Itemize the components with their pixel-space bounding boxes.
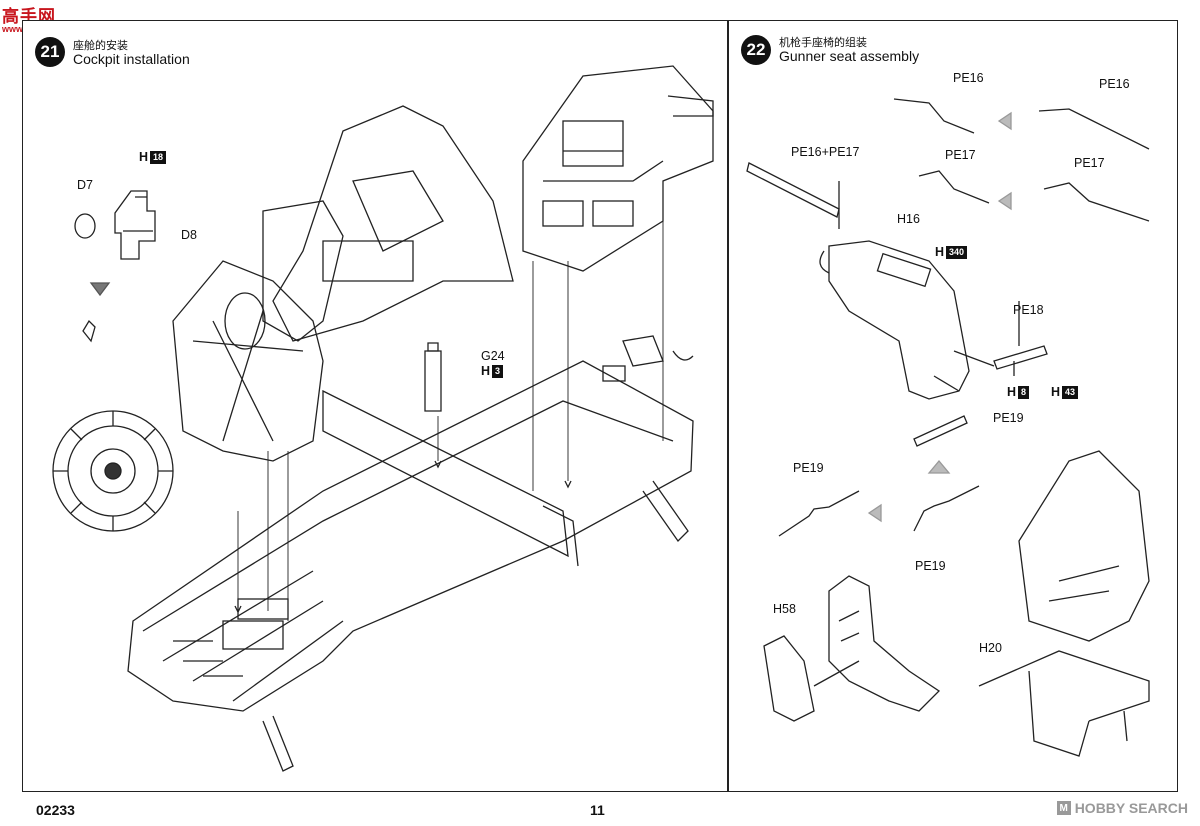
pe16-pe17-strip <box>746 162 840 218</box>
pe19-part-right <box>913 485 980 532</box>
label-h20: H20 <box>979 641 1002 655</box>
h340-number: 340 <box>946 245 968 259</box>
step-22-title-en: Gunner seat assembly <box>779 48 920 64</box>
label-h16: H16 <box>897 212 920 226</box>
step-21-panel: 21 座舱的安装 Cockpit installation <box>22 20 728 792</box>
step-22-title-cn: 机枪手座椅的组装 <box>779 36 867 49</box>
side-beam <box>322 389 569 558</box>
label-pe19-b: PE19 <box>793 461 824 475</box>
hobby-search-mark-icon: M <box>1056 801 1071 815</box>
label-pe19-a: PE19 <box>993 411 1024 425</box>
pe16-part-left <box>893 98 975 134</box>
g24-bottle-part <box>424 350 442 412</box>
label-d8: D8 <box>181 228 197 242</box>
label-pe16-b: PE16 <box>1099 77 1130 91</box>
h18-letter: H <box>139 150 149 164</box>
h58-seat-part <box>828 575 941 712</box>
gunner-seat-drawing <box>746 98 1150 757</box>
h3-letter: H <box>481 364 491 378</box>
engine-mount-frame <box>172 260 324 462</box>
h20-frame <box>978 650 1150 722</box>
label-pe17-a: PE17 <box>945 148 976 162</box>
page-number: 11 <box>590 802 605 818</box>
pe19-part-left <box>778 490 860 537</box>
step-21-title-en: Cockpit installation <box>73 51 190 67</box>
h3-number: 3 <box>492 364 504 378</box>
radial-engine <box>52 410 174 532</box>
h43-badge: H 43 <box>1051 385 1079 399</box>
h18-badge: H 18 <box>139 150 167 164</box>
h58-side-part <box>763 635 815 722</box>
pe16-part-right <box>1038 108 1150 150</box>
cockpit-floor <box>127 360 694 712</box>
step-21-title-cn: 座舱的安装 <box>73 39 128 52</box>
label-pe17-b: PE17 <box>1074 156 1105 170</box>
h3-badge: H 3 <box>481 364 504 378</box>
oil-tank <box>224 292 266 350</box>
h8-letter: H <box>1007 385 1017 399</box>
h43-letter: H <box>1051 385 1061 399</box>
pe17-part-left <box>918 170 990 204</box>
d7-disc-part <box>74 213 96 239</box>
hobby-search-watermark: M HOBBY SEARCH <box>1056 800 1188 816</box>
label-pe16-a: PE16 <box>953 71 984 85</box>
h340-letter: H <box>935 245 945 259</box>
label-d7: D7 <box>77 178 93 192</box>
h8-number: 8 <box>1018 385 1030 399</box>
h16-seat-pan <box>828 240 970 400</box>
h340-badge: H 340 <box>935 245 968 259</box>
instrument-panel <box>522 65 714 272</box>
step-22-panel: 22 机枪手座椅的组装 Gunner seat assembly <box>728 20 1178 792</box>
step-21-number: 21 <box>35 37 65 67</box>
label-h58: H58 <box>773 602 796 616</box>
rear-bulkhead <box>272 105 514 342</box>
pe17-part-right <box>1043 182 1150 222</box>
h43-number: 43 <box>1062 385 1079 399</box>
label-pe16-pe17: PE16+PE17 <box>791 145 860 159</box>
h18-number: 18 <box>150 150 167 164</box>
cockpit-assembly-drawing <box>52 65 714 772</box>
label-g24: G24 <box>481 349 505 363</box>
hobby-search-text: HOBBY SEARCH <box>1074 800 1188 816</box>
step-22-number: 22 <box>741 35 771 65</box>
pe19-part-upper <box>913 415 968 447</box>
label-pe18: PE18 <box>1013 303 1044 317</box>
front-bulkhead <box>262 200 344 342</box>
catalog-number: 02233 <box>36 802 75 818</box>
pe18-part <box>993 345 1048 370</box>
d8-part <box>114 190 156 260</box>
label-pe19-c: PE19 <box>915 559 946 573</box>
h8-badge: H 8 <box>1007 385 1030 399</box>
h20-seat-back <box>1018 450 1150 642</box>
